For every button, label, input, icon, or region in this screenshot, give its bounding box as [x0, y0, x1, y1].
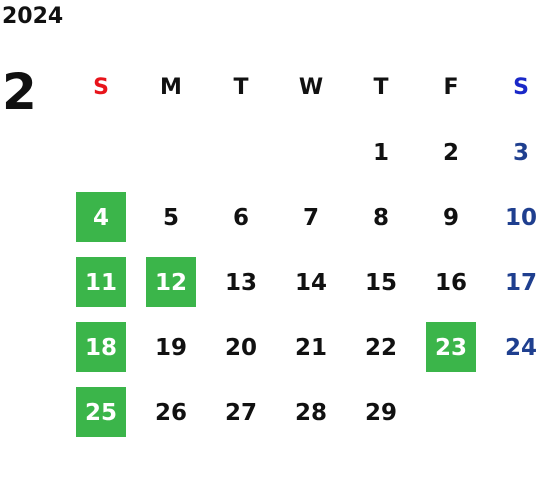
day-number: 6: [232, 204, 249, 231]
day-number: 29: [364, 399, 397, 426]
day-cell[interactable]: 16: [416, 250, 486, 315]
day-number: 18: [84, 334, 117, 361]
day-cell[interactable]: 26: [136, 380, 206, 445]
day-number: 24: [504, 334, 537, 361]
day-number: 14: [294, 269, 327, 296]
day-number: 11: [84, 269, 117, 296]
day-cell[interactable]: 9: [416, 185, 486, 250]
day-cell[interactable]: 10: [486, 185, 548, 250]
day-number: 26: [154, 399, 187, 426]
empty-day-cell: [486, 380, 548, 445]
day-cell[interactable]: 25: [66, 380, 136, 445]
weekday-header-tuesday: T: [233, 75, 249, 100]
day-cell[interactable]: 18: [66, 315, 136, 380]
weekday-header-wednesday: W: [298, 75, 324, 100]
empty-day-cell: [136, 120, 206, 185]
day-number: 13: [224, 269, 257, 296]
day-cell[interactable]: 15: [346, 250, 416, 315]
empty-day-cell: [66, 120, 136, 185]
day-number: 12: [154, 269, 187, 296]
day-number: 27: [224, 399, 257, 426]
day-number: 7: [302, 204, 319, 231]
day-cell[interactable]: 14: [276, 250, 346, 315]
day-cell[interactable]: 11: [66, 250, 136, 315]
day-number: 5: [162, 204, 179, 231]
day-cell[interactable]: 5: [136, 185, 206, 250]
day-cell[interactable]: 4: [66, 185, 136, 250]
day-number: 3: [512, 139, 529, 166]
day-number: 1: [372, 139, 389, 166]
day-number: 23: [434, 334, 467, 361]
day-cell[interactable]: 28: [276, 380, 346, 445]
day-cell[interactable]: 29: [346, 380, 416, 445]
day-cell[interactable]: 13: [206, 250, 276, 315]
day-cell[interactable]: 3: [486, 120, 548, 185]
day-cell[interactable]: 17: [486, 250, 548, 315]
empty-day-cell: [276, 120, 346, 185]
day-number: 20: [224, 334, 257, 361]
day-cell[interactable]: 20: [206, 315, 276, 380]
weekday-header-thursday: T: [373, 75, 389, 100]
month-number: 2: [2, 63, 37, 121]
day-cell[interactable]: 2: [416, 120, 486, 185]
day-number: 2: [442, 139, 459, 166]
day-cell[interactable]: 24: [486, 315, 548, 380]
day-number: 22: [364, 334, 397, 361]
day-number: 28: [294, 399, 327, 426]
day-cell[interactable]: 6: [206, 185, 276, 250]
day-number: 17: [504, 269, 537, 296]
weekday-header-friday: F: [443, 75, 459, 100]
weekday-header-sunday: S: [93, 75, 109, 100]
day-cell[interactable]: 1: [346, 120, 416, 185]
day-number: 16: [434, 269, 467, 296]
day-cell[interactable]: 27: [206, 380, 276, 445]
day-cell[interactable]: 22: [346, 315, 416, 380]
day-cell[interactable]: 7: [276, 185, 346, 250]
day-number: 19: [154, 334, 187, 361]
weekday-header-monday: M: [160, 75, 182, 100]
day-cell[interactable]: 23: [416, 315, 486, 380]
day-number: 8: [372, 204, 389, 231]
day-number: 10: [504, 204, 537, 231]
day-number: 21: [294, 334, 327, 361]
day-cell[interactable]: 19: [136, 315, 206, 380]
empty-day-cell: [416, 380, 486, 445]
weekday-header-saturday: S: [513, 75, 529, 100]
empty-day-cell: [206, 120, 276, 185]
day-cell[interactable]: 12: [136, 250, 206, 315]
day-number: 25: [84, 399, 117, 426]
day-number: 9: [442, 204, 459, 231]
year-label: 2024: [2, 4, 64, 29]
day-number: 4: [92, 204, 109, 231]
day-cell[interactable]: 21: [276, 315, 346, 380]
day-number: 15: [364, 269, 397, 296]
day-cell[interactable]: 8: [346, 185, 416, 250]
